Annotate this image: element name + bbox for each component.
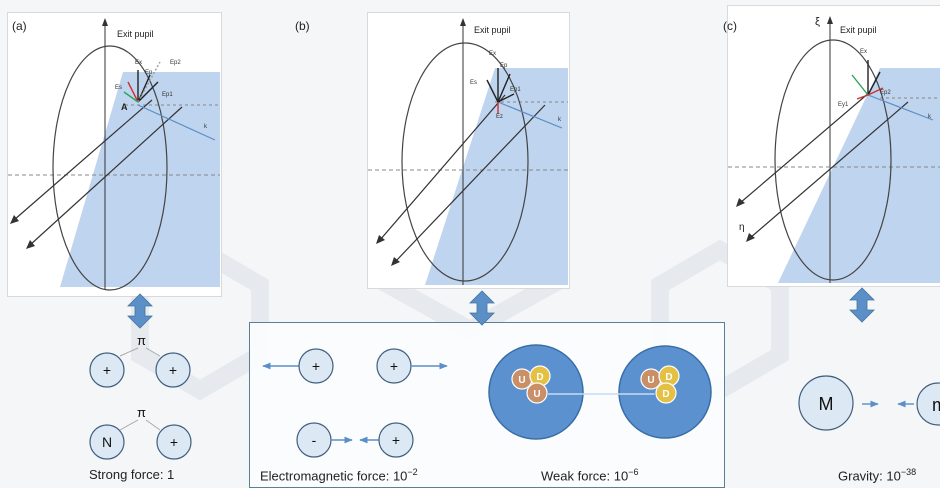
electromagnetic-force-caption: Electromagnetic force: 10−2 [260, 467, 418, 484]
double-arrow-c [849, 287, 875, 323]
quark-label: U [518, 375, 525, 386]
quark-label: D [662, 389, 669, 400]
strong-force-diagram: π + + π N + [89, 333, 192, 460]
weak-force-diagram: U D U U D D [488, 344, 712, 440]
strong-force-caption: Strong force: 1 [89, 467, 175, 482]
proton-charge: + [170, 434, 178, 450]
quark-label: U [647, 375, 654, 386]
weak-force-caption: Weak force: 10−6 [541, 467, 639, 484]
large-mass-circle [798, 375, 854, 431]
pion-symbol-top: π [137, 333, 146, 348]
quark-label: D [536, 372, 543, 383]
proton-circle [156, 424, 192, 460]
double-arrow-b [469, 290, 495, 326]
neutron-circle [89, 424, 125, 460]
neutron-label: N [102, 434, 112, 450]
gravity-diagram: M m [798, 375, 940, 431]
quark-label: D [665, 372, 672, 383]
proton-charge: + [169, 362, 177, 378]
large-mass-label: M [819, 394, 834, 414]
panel-label-b: (b) [295, 19, 310, 33]
double-arrow-a [127, 293, 153, 329]
small-mass-label: m [932, 395, 940, 415]
positive-charge-sign: + [312, 358, 320, 374]
down-quark [655, 382, 677, 404]
negative-charge-sign: - [312, 432, 317, 448]
quark-label: U [533, 389, 540, 400]
positive-charge-circle [298, 348, 334, 384]
proton-charge: + [103, 362, 111, 378]
pion-symbol-bottom: π [137, 405, 146, 420]
panel-label-c: (c) [723, 19, 737, 33]
small-mass-circle [916, 382, 940, 426]
proton-circle [89, 352, 125, 388]
positive-charge-circle [378, 422, 414, 458]
panel-label-a: (a) [12, 19, 27, 33]
positive-charge-sign: + [390, 358, 398, 374]
gravity-caption: Gravity: 10−38 [838, 467, 917, 484]
positive-charge-sign: + [392, 432, 400, 448]
proton-circle [155, 352, 191, 388]
electromagnetic-force-diagram: + + - + [262, 348, 448, 458]
up-quark [526, 382, 548, 404]
